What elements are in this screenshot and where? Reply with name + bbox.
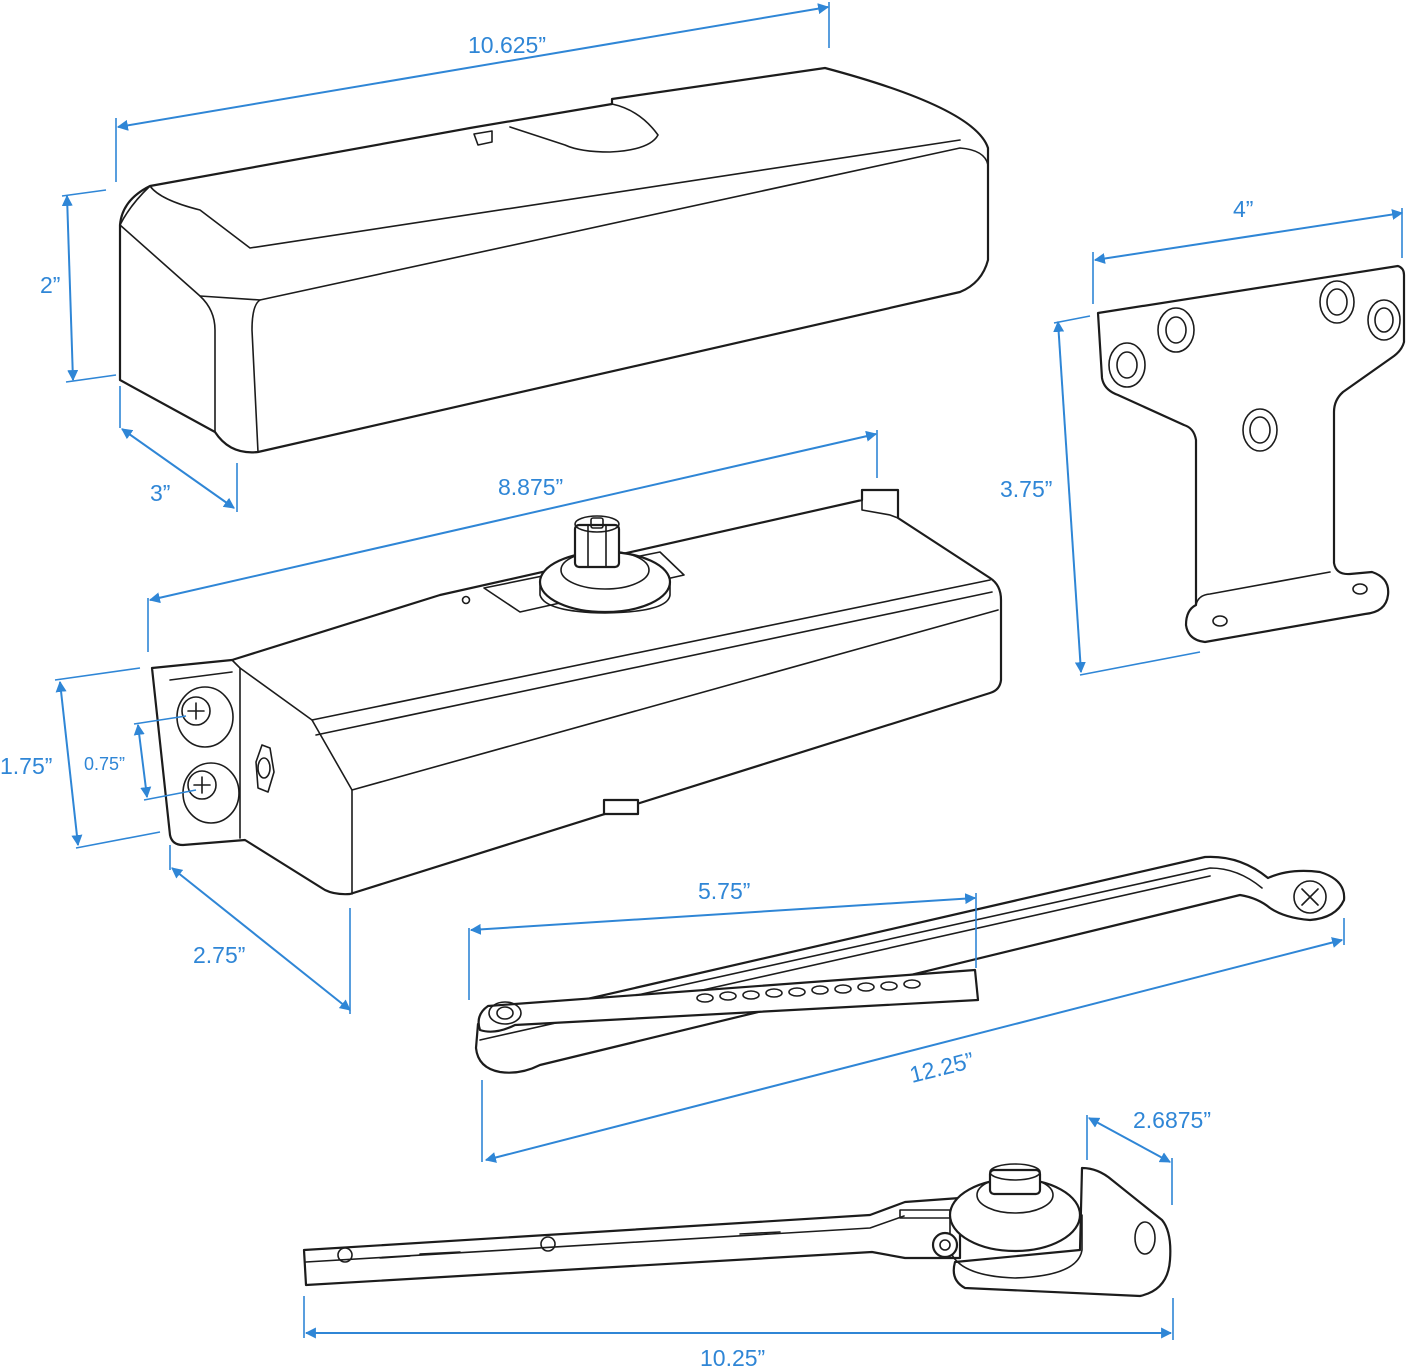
mounting-bracket (1096, 264, 1406, 644)
dimension-body-length: 8.875” (147, 430, 878, 652)
dimension-hole-spacing: 0.75” (84, 715, 197, 801)
cover-depth-label: 3” (150, 480, 170, 506)
dimension-body-depth: 2.75” (169, 845, 351, 1014)
closer-body (150, 488, 1003, 896)
body-length-label: 8.875” (498, 474, 563, 500)
parallel-arm-length-label: 10.25” (700, 1345, 765, 1371)
dimension-cover-height: 2” (40, 189, 117, 383)
forearm-length-label: 5.75” (698, 878, 750, 904)
dimension-shoe-depth: 2.6875” (1086, 1107, 1211, 1205)
standard-arm (474, 855, 1346, 1074)
shoe-depth-label: 2.6875” (1133, 1107, 1211, 1133)
body-height-label: 1.75” (0, 753, 52, 779)
closer-cover (118, 66, 990, 454)
standard-arm-length-label: 12.25” (907, 1047, 977, 1088)
parallel-arm (302, 1163, 1172, 1298)
dimension-bracket-width: 4” (1092, 196, 1404, 304)
hole-spacing-label: 0.75” (84, 754, 125, 774)
bracket-height-label: 3.75” (1000, 476, 1052, 502)
dimension-cover-length: 10.625” (115, 2, 830, 182)
cover-length-label: 10.625” (468, 32, 546, 58)
dimension-bracket-height: 3.75” (1000, 315, 1201, 676)
body-depth-label: 2.75” (193, 942, 245, 968)
cover-height-label: 2” (40, 272, 60, 298)
dimension-body-height: 1.75” (0, 667, 161, 849)
dimension-parallel-arm-length: 10.25” (303, 1296, 1174, 1371)
bracket-width-label: 4” (1233, 196, 1253, 222)
